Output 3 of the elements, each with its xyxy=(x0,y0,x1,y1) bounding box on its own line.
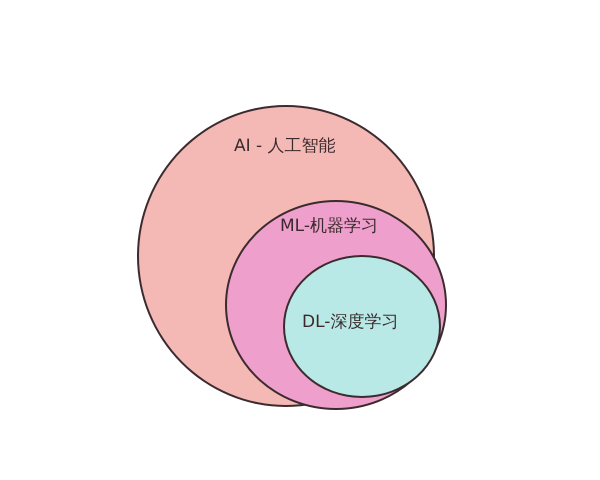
set-label: AI - 人工智能 xyxy=(234,136,336,156)
set-label: ML-机器学习 xyxy=(280,216,378,236)
set-label: DL-深度学习 xyxy=(302,312,398,332)
